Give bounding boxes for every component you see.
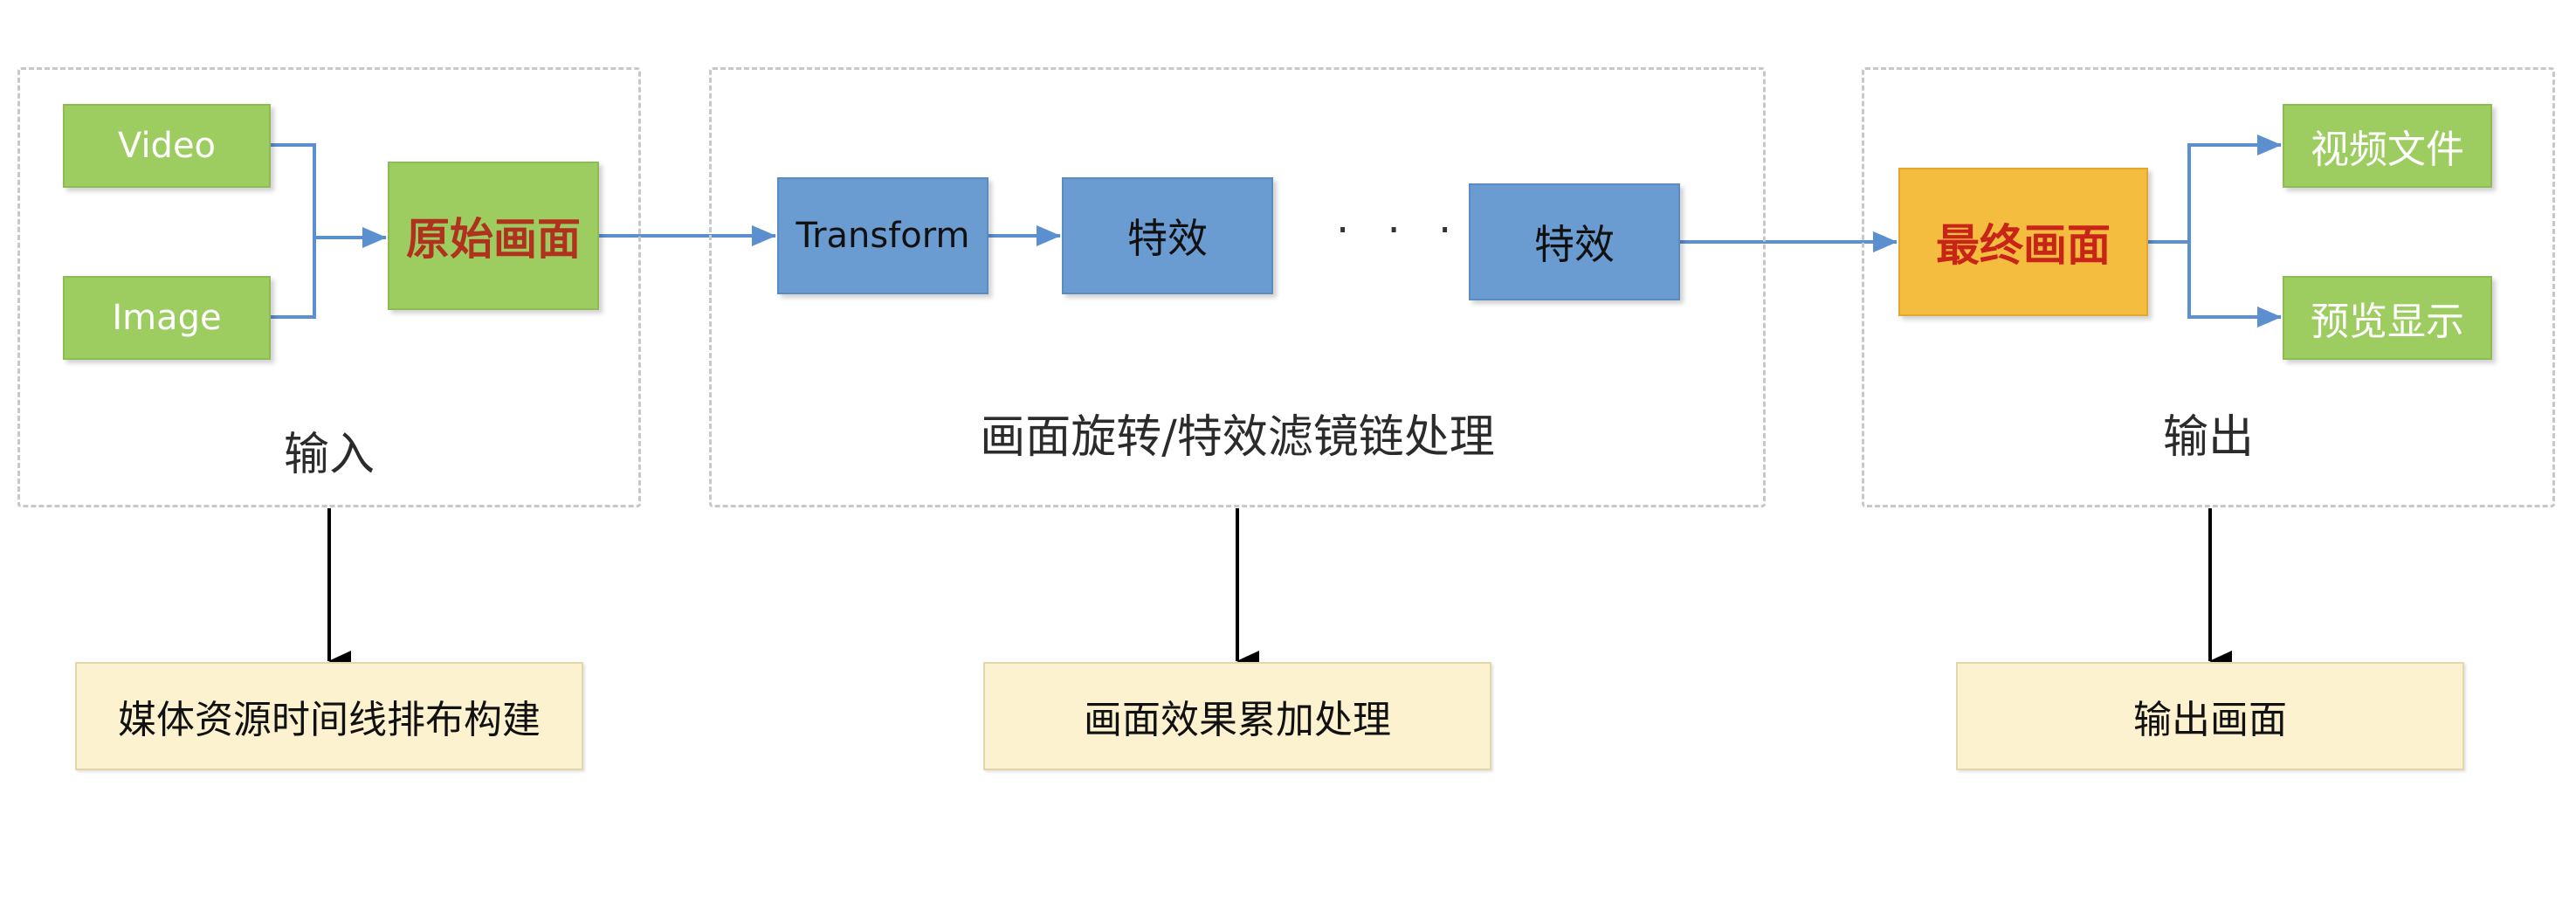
connector-video-to-merge xyxy=(271,143,316,238)
connector-image-to-merge xyxy=(271,238,316,319)
transform-node: Transform xyxy=(777,177,988,294)
process-group xyxy=(709,67,1766,507)
arrow-split-to-preview xyxy=(2187,242,2282,327)
preview-node: 预览显示 xyxy=(2283,276,2492,360)
final-frame-label: 最终画面 xyxy=(1936,220,2111,271)
video-file-node: 视频文件 xyxy=(2283,104,2492,188)
effect-node-2: 特效 xyxy=(1469,183,1680,300)
input-note: 媒体资源时间线排布构建 xyxy=(75,662,583,770)
input-group xyxy=(17,67,641,507)
effect-node-1: 特效 xyxy=(1062,177,1273,294)
source-frame-node: 原始画面 xyxy=(388,162,599,310)
video-node: Video xyxy=(63,104,271,188)
process-note: 画面效果累加处理 xyxy=(983,662,1491,770)
ellipsis: · · · xyxy=(1336,206,1464,255)
source-frame-label: 原始画面 xyxy=(406,214,581,265)
final-frame-node: 最终画面 xyxy=(1898,168,2148,316)
image-node: Image xyxy=(63,276,271,360)
process-group-label: 画面旋转/特效滤镜链处理 xyxy=(980,411,1495,464)
output-note: 输出画面 xyxy=(1956,662,2464,770)
output-group-label: 输出 xyxy=(2162,411,2254,464)
output-group xyxy=(1862,67,2555,507)
input-group-label: 输入 xyxy=(283,429,375,481)
arrow-split-to-video-file xyxy=(2187,134,2282,242)
